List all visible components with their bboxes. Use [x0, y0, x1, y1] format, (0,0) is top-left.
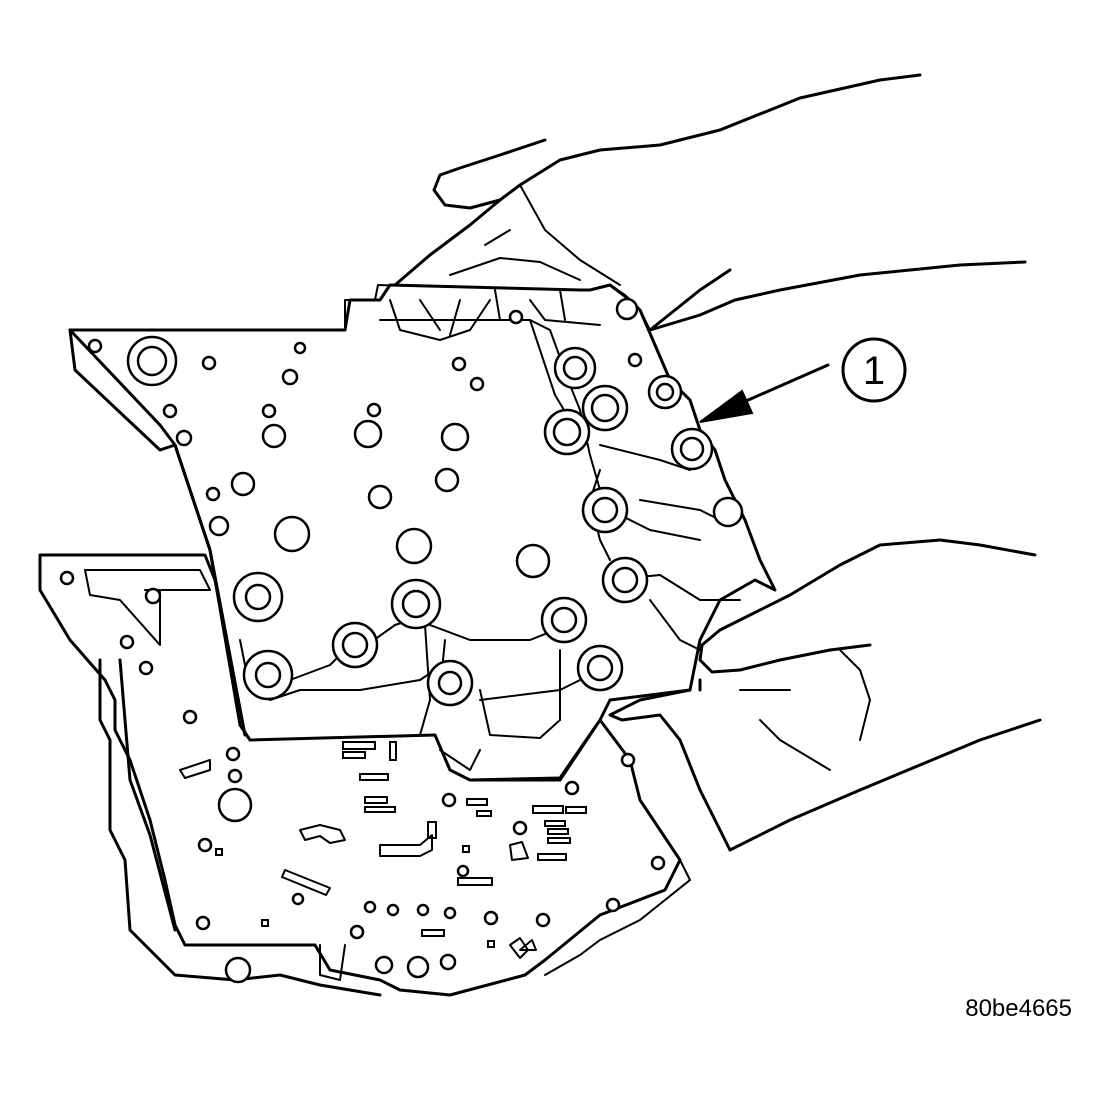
callout-circle: [841, 337, 907, 403]
bosses: [126, 297, 744, 707]
callout-1: 1: [699, 337, 907, 423]
upper-valve-body: [68, 283, 777, 782]
figure-id: 80be4665: [965, 995, 1072, 1022]
lower-valve-body: [38, 553, 691, 997]
callout-arrowhead: [699, 389, 754, 423]
callout-number: 1: [863, 349, 885, 393]
hands: [393, 73, 1042, 852]
small-holes: [87, 309, 643, 579]
